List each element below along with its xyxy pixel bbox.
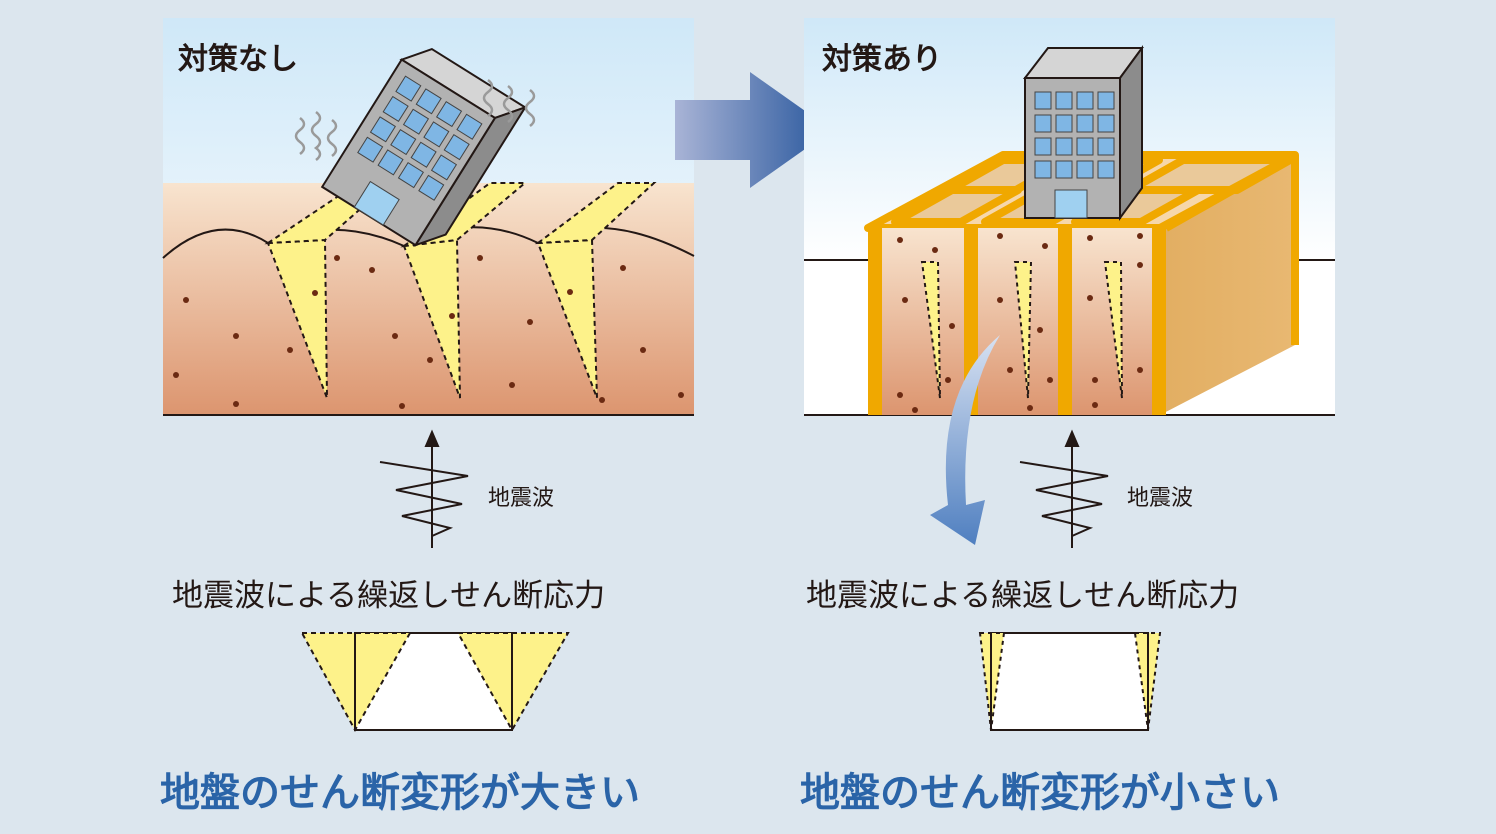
arrow-right-icon xyxy=(675,72,832,188)
stress-diagram-left xyxy=(300,632,570,733)
right-result-text: 地盤のせん断変形が小さい xyxy=(800,770,1280,816)
right-panel-illustration xyxy=(804,18,1335,545)
building-icon xyxy=(320,47,528,248)
right-stress-label: 地震波による繰返しせん断応力 xyxy=(806,578,1240,614)
left-panel-illustration xyxy=(162,18,695,416)
stress-diagram-right xyxy=(978,632,1162,731)
left-panel-title: 対策なし xyxy=(178,42,298,77)
shear-wedges-right xyxy=(920,261,1123,399)
left-result-text: 地盤のせん断変形が大きい xyxy=(160,770,640,816)
right-wave-label: 地震波 xyxy=(1127,486,1194,511)
building-icon xyxy=(1022,44,1144,222)
seismic-wave-icon xyxy=(1019,429,1109,548)
right-panel-title: 対策あり xyxy=(822,42,942,77)
left-wave-label: 地震波 xyxy=(488,486,555,511)
vibration-lines-icon xyxy=(294,79,536,161)
left-stress-label: 地震波による繰返しせん断応力 xyxy=(172,578,606,614)
seismic-wave-icon xyxy=(379,429,469,548)
curved-arrow-icon xyxy=(930,335,1000,545)
